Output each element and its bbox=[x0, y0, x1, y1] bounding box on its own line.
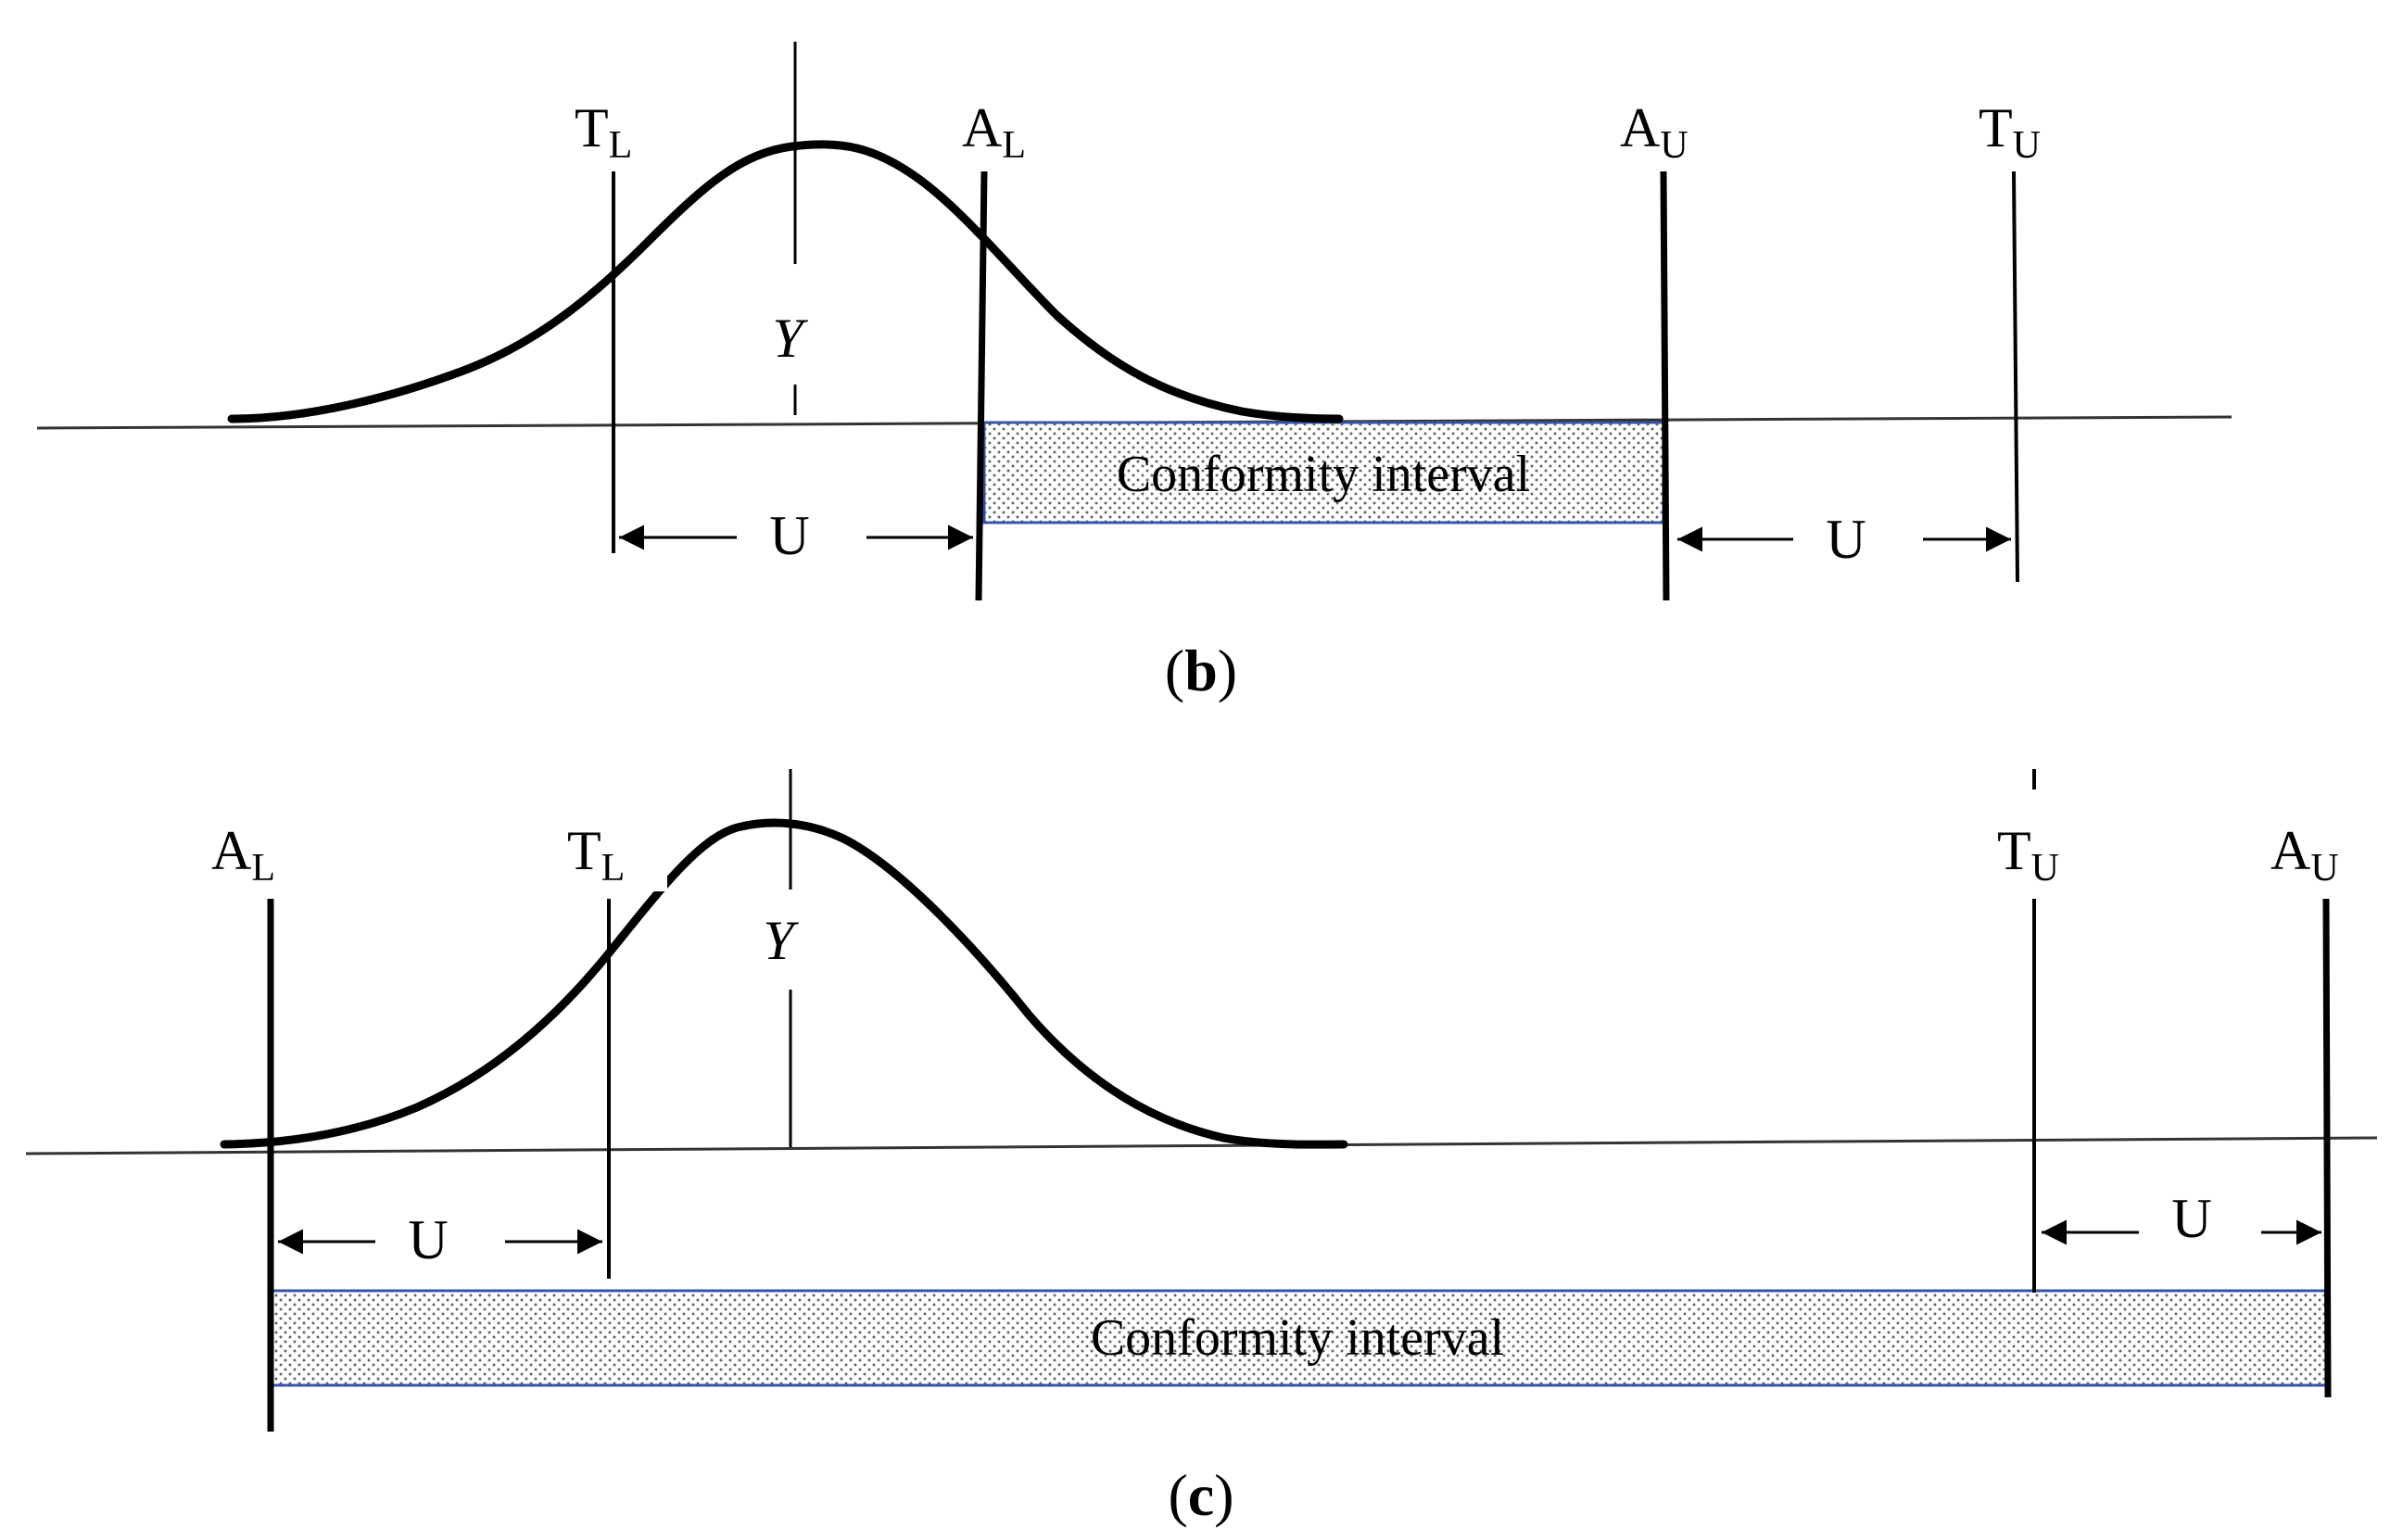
panel-c-au-line bbox=[2322, 898, 2332, 1398]
panel-c-al-label: AL bbox=[211, 820, 275, 890]
panel-b-u-right-label: U bbox=[1826, 509, 1865, 570]
panel-c-tu-label: TU bbox=[1997, 820, 2059, 890]
panel-b-mean-symbol: Y bbox=[772, 308, 808, 369]
panel-c-mean-symbol: Y bbox=[763, 910, 799, 971]
panel-c-u-right-label: U bbox=[2171, 1188, 2211, 1249]
panel-c: Conformity interval Y AL TL TU AU bbox=[25, 769, 2378, 1528]
panel-b-al-line bbox=[975, 170, 988, 601]
panel-c-tl-label: TL bbox=[567, 820, 625, 890]
panel-c-conformity-interval-label: Conformity interval bbox=[1091, 1309, 1504, 1367]
panel-b-caption: (b) bbox=[1165, 637, 1237, 703]
panel-c-curve-gap bbox=[647, 871, 667, 891]
panel-b-au-line bbox=[1660, 170, 1670, 601]
panel-b-tu-label: TU bbox=[1979, 97, 2041, 167]
panel-b-conformity-interval-label: Conformity interval bbox=[1117, 446, 1530, 503]
panel-c-caption: (c) bbox=[1168, 1462, 1233, 1528]
panel-b: Conformity interval Y TL AL AU TU U bbox=[36, 42, 2232, 703]
panel-b-al-label: AL bbox=[962, 97, 1026, 167]
panel-b-au-label: AU bbox=[1620, 97, 1688, 167]
panel-b-distribution-curve bbox=[227, 140, 1344, 423]
panel-b-tu-line bbox=[2012, 170, 2019, 583]
panel-c-u-left-label: U bbox=[408, 1209, 448, 1270]
panel-c-conformity-interval bbox=[269, 1289, 2328, 1387]
panel-c-axis bbox=[25, 1136, 2378, 1155]
panel-b-tl-label: TL bbox=[575, 97, 632, 167]
panel-c-distribution-curve bbox=[220, 818, 1348, 1149]
panel-c-au-label: AU bbox=[2270, 820, 2339, 890]
panel-b-u-left-label: U bbox=[769, 505, 809, 566]
